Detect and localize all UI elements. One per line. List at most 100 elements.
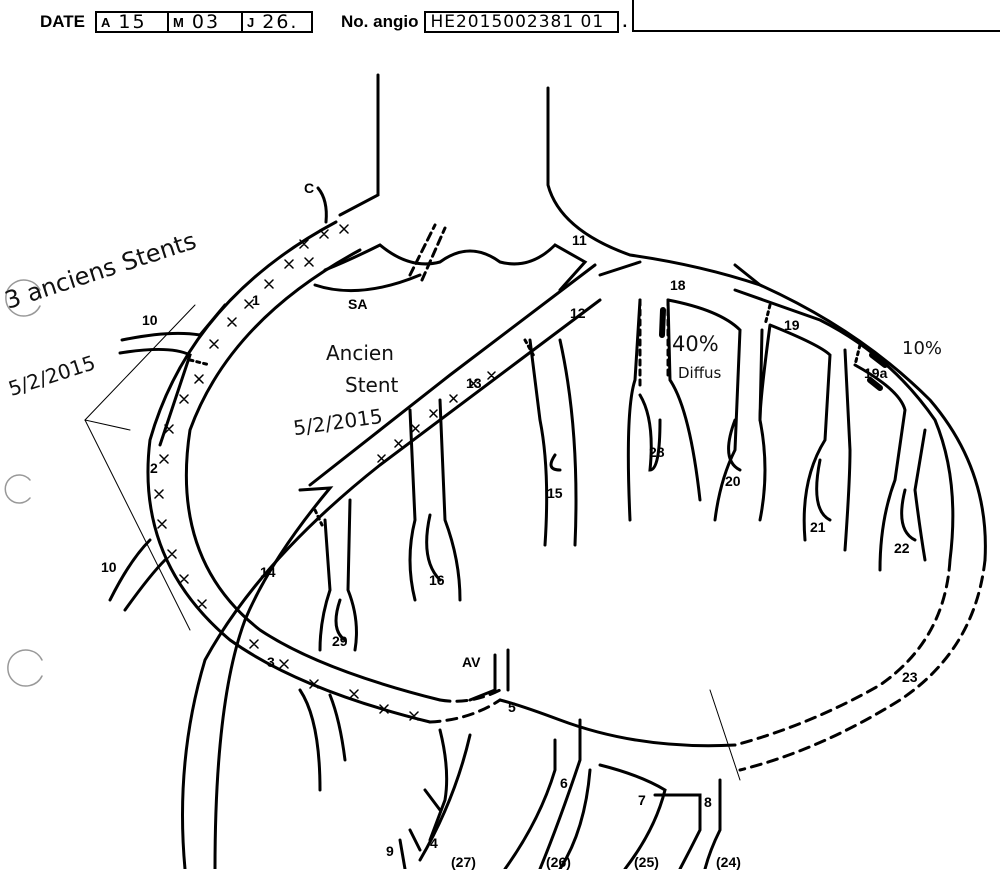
circumflex-dashed [733,558,987,772]
label-10-lower: 10 [101,559,117,575]
date-label: DATE [40,12,86,31]
branch-4 [398,728,449,869]
branch-10-dots [188,358,212,367]
lad-stent-marks [377,371,496,463]
day-field: J 26. [243,11,314,33]
branch-10-lower-left [108,538,167,612]
circumflex-inner [598,260,955,562]
av-branch [468,648,510,702]
label-19: 19 [784,317,800,333]
label-11: 11 [572,232,587,248]
stent-mark [154,224,419,721]
rca-stent-marks [154,224,419,721]
year-key: A [101,14,111,30]
sa-dashed [408,223,447,282]
label-21: 21 [810,519,826,535]
lad-stent-note-2: Stent [345,373,399,397]
branch-6 [418,718,582,869]
day-key: J [247,14,255,30]
label-1: 1 [252,292,260,308]
label-15: 15 [547,485,563,501]
label-24: (24) [716,854,741,870]
binder-holes [4,279,43,687]
label-29: 29 [332,633,348,649]
lad-left-wall [213,486,334,869]
sa-artery [323,243,588,292]
label-28: 28 [649,444,665,460]
branch-19a-dots [853,343,862,367]
month-field: M 03 [169,11,244,33]
label-c: C [304,180,315,196]
branch-18-dots [638,298,670,392]
label-23: 23 [902,669,918,685]
branch-8 [653,778,722,869]
branch-19-dots [763,303,772,327]
label-4: 4 [430,835,438,851]
label-26: (26) [546,854,571,870]
branch-3 [298,688,347,792]
label-av: AV [462,654,481,670]
label-25: (25) [634,854,659,870]
annotation-pointer [709,689,741,781]
rca-dashed-distal [428,688,502,724]
lad-upper-wall [308,263,597,487]
month-key: M [173,14,184,30]
label-22: 22 [894,540,910,556]
branch-19 [758,323,852,552]
label-10-upper: 10 [142,312,158,328]
angio-suffix: . [622,12,628,31]
label-6: 6 [560,775,568,791]
header: DATE A 15 M 03 J 26. No. angio HE2015002381… [40,8,627,36]
year-field: A 15 [95,11,170,33]
label-12: 12 [570,305,586,321]
angio-number-value: HE2015002381 01 [430,12,605,32]
lad-stent-note-1: Ancien [326,341,394,365]
month-value: 03 [191,11,221,33]
circumflex-bottom [498,698,737,748]
stent-mark [377,371,496,463]
branch-20 [666,298,767,522]
aorta-left-wall [338,73,380,217]
branch-16 [408,398,462,602]
branch-19a [853,363,927,572]
branch-29 [318,498,358,652]
rca-inner-wall [184,248,442,702]
lesion-18-percent: 40% [672,332,719,356]
lesion-18-note: Diffus [678,364,722,382]
label-19a: 19a [864,365,888,381]
binder-hole [5,279,41,317]
year-value: 15 [118,11,147,33]
label-2: 2 [150,460,158,476]
label-16: 16 [429,572,445,588]
blank-field-box [632,0,1000,32]
label-14: 14 [260,564,276,580]
aorta-right-wall [546,86,762,287]
label-8: 8 [704,794,712,810]
angio-number-field: HE2015002381 01 [424,11,620,33]
branch-15 [528,338,578,547]
label-9: 9 [386,843,394,859]
label-18: 18 [670,277,686,293]
annotation-pointer [84,304,196,631]
branch-7 [558,763,667,869]
binder-hole [7,649,43,687]
binder-hole [4,474,31,504]
branch-28 [626,298,702,522]
branch-29-dots [313,508,324,527]
branch-13-dots [523,338,537,360]
lesion-18 [659,307,666,338]
day-value: 26. [262,11,299,33]
label-5: 5 [508,699,516,715]
angio-label: No. angio [341,12,419,31]
circumflex-outer [733,263,987,562]
lesion-19a-percent: 10% [902,338,943,359]
lad-lower-wall [181,298,602,869]
label-13: 13 [466,375,482,391]
conus-branch [316,186,328,224]
sa-artery-lower [313,273,422,293]
label-20: 20 [725,473,741,489]
label-27: (27) [451,854,476,870]
lesion-19a [867,352,888,391]
label-sa: SA [348,296,368,312]
